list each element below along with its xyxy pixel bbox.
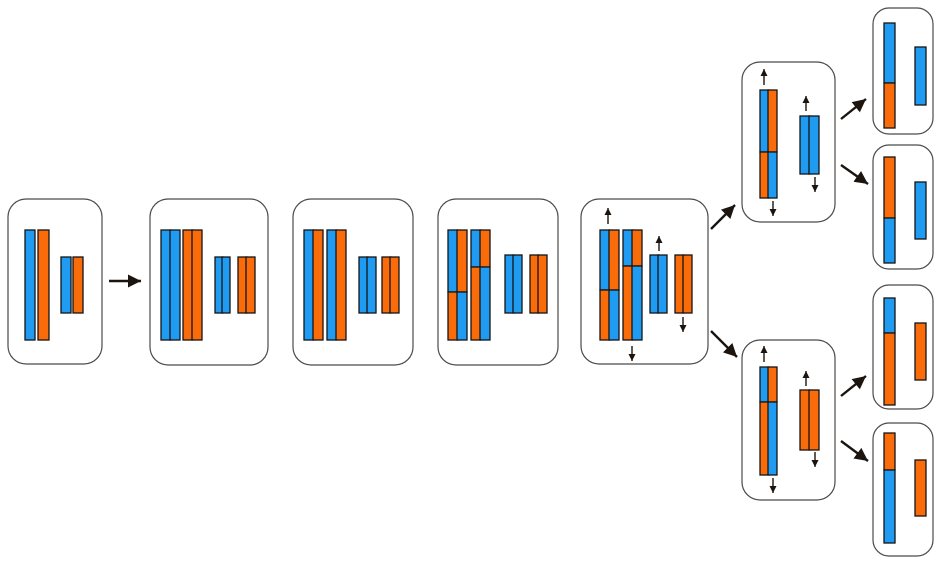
chromatid-segment-blue — [366, 256, 377, 314]
chromatid-segment-blue — [479, 266, 491, 341]
chromatid-segment-orange — [767, 89, 778, 153]
chromatid-segment-orange — [245, 256, 256, 314]
chromatid-segment-blue — [883, 469, 896, 544]
chromatid-segment-orange — [191, 229, 203, 341]
chromatid-segment-blue — [631, 265, 643, 341]
flow-arrow — [840, 164, 869, 185]
chromatid-segment-orange — [883, 332, 896, 406]
chromatid-segment-orange — [883, 82, 896, 129]
chromatid-segment-orange — [335, 229, 347, 341]
chromatid-segment-blue — [456, 291, 468, 341]
chromatid-segment-blue — [60, 256, 72, 314]
cell-panel-daughter-cell-bottom — [741, 339, 836, 501]
chromatid-segment-orange — [682, 254, 693, 314]
chromatid-segment-orange — [767, 366, 778, 403]
chromatid-segment-orange — [631, 229, 643, 267]
chromatid-segment-blue — [608, 289, 620, 341]
chromatid-segment-blue — [657, 254, 668, 314]
chromatid-segment-blue — [914, 46, 927, 106]
chromatid-segment-blue — [808, 115, 820, 175]
chromatid-segment-blue — [767, 151, 778, 199]
cell-panel-daughter-cell-top — [741, 61, 836, 223]
chromatid-segment-blue — [24, 229, 36, 341]
flow-arrow — [840, 375, 867, 397]
chromatid-bars-layer — [24, 22, 927, 544]
chromatid-segment-blue — [512, 254, 523, 314]
chromatid-segment-blue — [169, 229, 181, 341]
flow-arrow — [710, 204, 736, 230]
chromatid-segment-blue — [883, 297, 896, 334]
chromatid-segment-orange — [883, 156, 896, 219]
chromatid-segment-orange — [312, 229, 324, 341]
chromatid-segment-blue — [883, 217, 896, 264]
flow-arrow — [840, 440, 869, 462]
chromatid-segment-orange — [456, 229, 468, 293]
chromatid-segment-blue — [883, 22, 896, 84]
flow-arrow — [710, 330, 738, 358]
chromatid-segment-orange — [808, 389, 820, 451]
flow-arrow — [840, 98, 867, 120]
chromatid-segment-orange — [914, 459, 927, 517]
chromatid-segment-orange — [389, 256, 400, 314]
chromatid-segment-orange — [537, 254, 548, 314]
chromatid-segment-orange — [37, 229, 50, 341]
chromatid-segment-blue — [221, 256, 231, 314]
chromatid-segment-orange — [914, 322, 927, 381]
chromatid-segment-blue — [767, 401, 778, 476]
cell-panel-parent-cell — [7, 198, 103, 365]
arrows-layer — [109, 69, 869, 493]
chromatid-segment-orange — [883, 432, 896, 471]
cell-panel-crossing-over — [437, 198, 559, 366]
chromatid-segment-orange — [72, 256, 84, 314]
chromatid-segment-blue — [914, 181, 927, 240]
chromatid-segment-orange — [479, 229, 491, 268]
chromatid-segment-orange — [608, 229, 620, 291]
